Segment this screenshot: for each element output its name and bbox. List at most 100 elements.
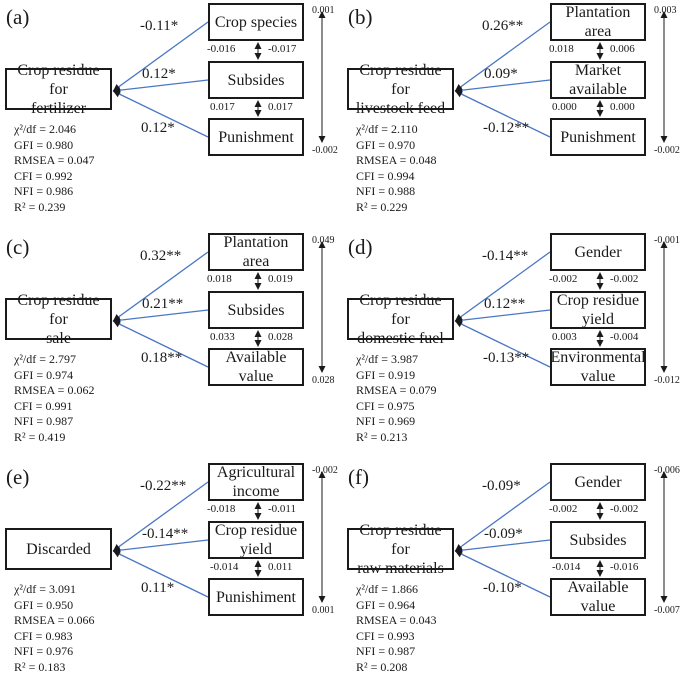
rmsea-value: RMSEA = 0.062 (14, 383, 95, 397)
path-coefficient-bottom: 0.11* (141, 580, 175, 596)
covariance-arrowhead-down-1 (254, 340, 262, 347)
dependent-variable-box: Crop residue for raw materials (347, 522, 454, 577)
outer-covariance-bottom: 0.028 (312, 375, 335, 386)
covariance-upper-right: -0.011 (268, 503, 297, 515)
chi-square-df: χ²/df = 3.091 (14, 582, 77, 596)
covariance-arrowhead-down-0 (596, 53, 604, 60)
path-line-1 (112, 539, 209, 552)
outer-covariance-bottom: -0.012 (654, 375, 680, 386)
rmsea-value: RMSEA = 0.043 (356, 613, 437, 627)
path-line-0 (454, 21, 551, 92)
path-coefficient-bottom: 0.18** (141, 350, 183, 366)
path-arrowhead-2 (455, 550, 463, 558)
outer-covariance-arrowhead-down (318, 136, 326, 143)
covariance-upper-left: -0.002 (549, 273, 578, 285)
path-coefficient-middle: -0.14** (142, 526, 189, 542)
gfi-value: GFI = 0.919 (356, 367, 416, 382)
covariance-upper-left: 0.018 (549, 43, 574, 55)
chi-square-df: χ²/df = 2.797 (14, 352, 77, 366)
factor-box-middle: Market available (550, 61, 646, 99)
covariance-lower-right: 0.028 (268, 331, 293, 343)
sem-panel-b: (b) Crop residue for livestock feed Plan… (342, 0, 684, 230)
nfi-value: NFI = 0.987 (356, 644, 416, 658)
nfi-value: NFI = 0.969 (356, 414, 416, 428)
covariance-arrowhead-up-0 (254, 272, 262, 279)
rmsea-value: RMSEA = 0.048 (356, 153, 437, 167)
path-coefficient-top: -0.09* (482, 478, 521, 494)
dependent-variable-box: Crop residue for sale (5, 292, 112, 347)
factor-box-middle: Subsides (208, 61, 304, 99)
path-arrowhead-2 (113, 320, 121, 328)
r-squared-value: R² = 0.183 (14, 659, 66, 674)
fit-statistics: χ²/df = 1.866 GFI = 0.964 RMSEA = 0.043 … (356, 582, 436, 675)
factor-box-bottom: Available value (550, 578, 646, 616)
outer-covariance-bottom: 0.001 (312, 605, 335, 616)
covariance-lower-left: 0.003 (552, 331, 577, 343)
panel-label: (d) (348, 235, 373, 259)
covariance-arrowhead-up-1 (254, 560, 262, 567)
outer-covariance-top: 0.003 (654, 5, 677, 16)
path-line-0 (112, 251, 209, 322)
cfi-value: CFI = 0.983 (14, 628, 73, 643)
cfi-value: CFI = 0.993 (356, 628, 415, 643)
path-coefficient-middle: 0.12** (484, 296, 526, 312)
outer-covariance-arrowhead-up (660, 11, 668, 18)
sem-panel-a: (a) Crop residue for fertilizer Crop spe… (0, 0, 342, 230)
fit-statistics: χ²/df = 3.091 GFI = 0.950 RMSEA = 0.066 … (14, 582, 94, 675)
covariance-lower-left: 0.033 (210, 331, 235, 343)
path-arrowhead-2 (113, 550, 121, 558)
path-coefficient-bottom: -0.10* (483, 580, 522, 596)
covariance-upper-right: -0.002 (610, 273, 639, 285)
outer-covariance-arrowhead-down (660, 596, 668, 603)
covariance-arrowhead-down-0 (254, 283, 262, 290)
cfi-value: CFI = 0.975 (356, 398, 415, 413)
path-arrows (112, 471, 326, 603)
path-arrows (112, 11, 326, 143)
sem-panel-e: (e) Discarded Agricultural income Crop r… (0, 460, 342, 690)
covariance-arrowhead-down-1 (596, 570, 604, 577)
path-line-2 (112, 320, 209, 368)
path-coefficient-top: -0.14** (482, 248, 529, 264)
covariance-lower-left: 0.000 (552, 101, 577, 113)
fit-statistics: χ²/df = 3.987 GFI = 0.919 RMSEA = 0.079 … (356, 352, 436, 445)
chi-square-df: χ²/df = 1.866 (356, 582, 419, 596)
path-coefficient-middle: 0.21** (142, 296, 184, 312)
dependent-variable-box: Crop residue for domestic fuel (347, 292, 454, 347)
path-line-2 (454, 320, 551, 368)
path-coefficient-bottom: 0.12* (141, 120, 175, 136)
cfi-value: CFI = 0.992 (14, 168, 73, 183)
outer-covariance-arrowhead-up (318, 11, 326, 18)
r-squared-value: R² = 0.239 (14, 199, 66, 214)
covariance-lower-right: 0.000 (610, 101, 635, 113)
outer-covariance-top: -0.006 (654, 465, 680, 476)
factor-box-middle: Crop residue yield (550, 291, 646, 329)
covariance-upper-left: 0.018 (207, 273, 232, 285)
factor-box-bottom: Punishiment (208, 578, 304, 616)
covariance-arrowhead-up-0 (254, 502, 262, 509)
sem-panel-c: (c) Crop residue for sale Plantation are… (0, 230, 342, 460)
covariance-arrowhead-down-1 (254, 570, 262, 577)
path-arrowhead-2 (455, 90, 463, 98)
path-arrowhead-2 (113, 90, 121, 98)
path-coefficient-top: 0.32** (140, 248, 182, 264)
outer-covariance-arrowhead-down (660, 136, 668, 143)
panel-label: (b) (348, 5, 373, 29)
factor-box-bottom: Punishment (550, 118, 646, 156)
factor-box-middle: Subsides (208, 291, 304, 329)
covariance-upper-right: -0.017 (268, 43, 297, 55)
dependent-variable-box: Discarded (5, 528, 112, 570)
covariance-arrowhead-up-1 (254, 100, 262, 107)
path-coefficient-bottom: -0.13** (483, 350, 530, 366)
path-line-2 (112, 90, 209, 138)
panel-label: (c) (6, 235, 30, 259)
covariance-lower-right: 0.017 (268, 101, 293, 113)
r-squared-value: R² = 0.229 (356, 199, 408, 214)
panel-label: (a) (6, 5, 30, 29)
cfi-value: CFI = 0.994 (356, 168, 415, 183)
dependent-variable-box: Crop residue for fertilizer (5, 62, 112, 117)
path-line-0 (112, 21, 209, 92)
rmsea-value: RMSEA = 0.079 (356, 383, 437, 397)
chi-square-df: χ²/df = 2.046 (14, 122, 77, 136)
path-coefficient-middle: 0.12* (142, 66, 176, 82)
path-arrows (454, 471, 668, 603)
